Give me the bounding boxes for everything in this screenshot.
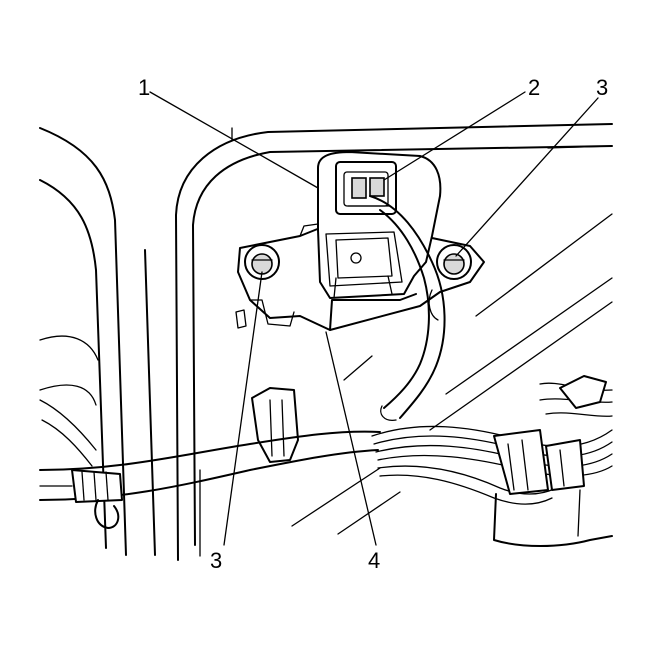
mounting-bolt-right [436, 244, 472, 280]
right-wire-bundle [371, 375, 613, 547]
leader-line-1 [149, 91, 319, 189]
callout-1: 1 [138, 75, 150, 100]
leader-line-3-lower [223, 271, 263, 546]
mounting-bolt-left [244, 244, 280, 280]
leader-line-4 [325, 331, 377, 546]
main-wire-harness [39, 399, 381, 529]
pillar-trim-panel [39, 127, 156, 556]
leader-lines [149, 91, 599, 546]
callout-4: 4 [368, 548, 380, 573]
callout-3-lower: 3 [210, 548, 222, 573]
callout-2: 2 [528, 75, 540, 100]
sensor-harness [369, 195, 446, 421]
callout-3-upper: 3 [596, 75, 608, 100]
electrical-connector [335, 161, 397, 215]
leader-line-3-upper [455, 97, 599, 257]
panel-shading-lines [199, 213, 613, 557]
leader-line-2 [383, 91, 526, 181]
inner-body-panel [175, 123, 613, 561]
harness-clip [251, 387, 299, 463]
